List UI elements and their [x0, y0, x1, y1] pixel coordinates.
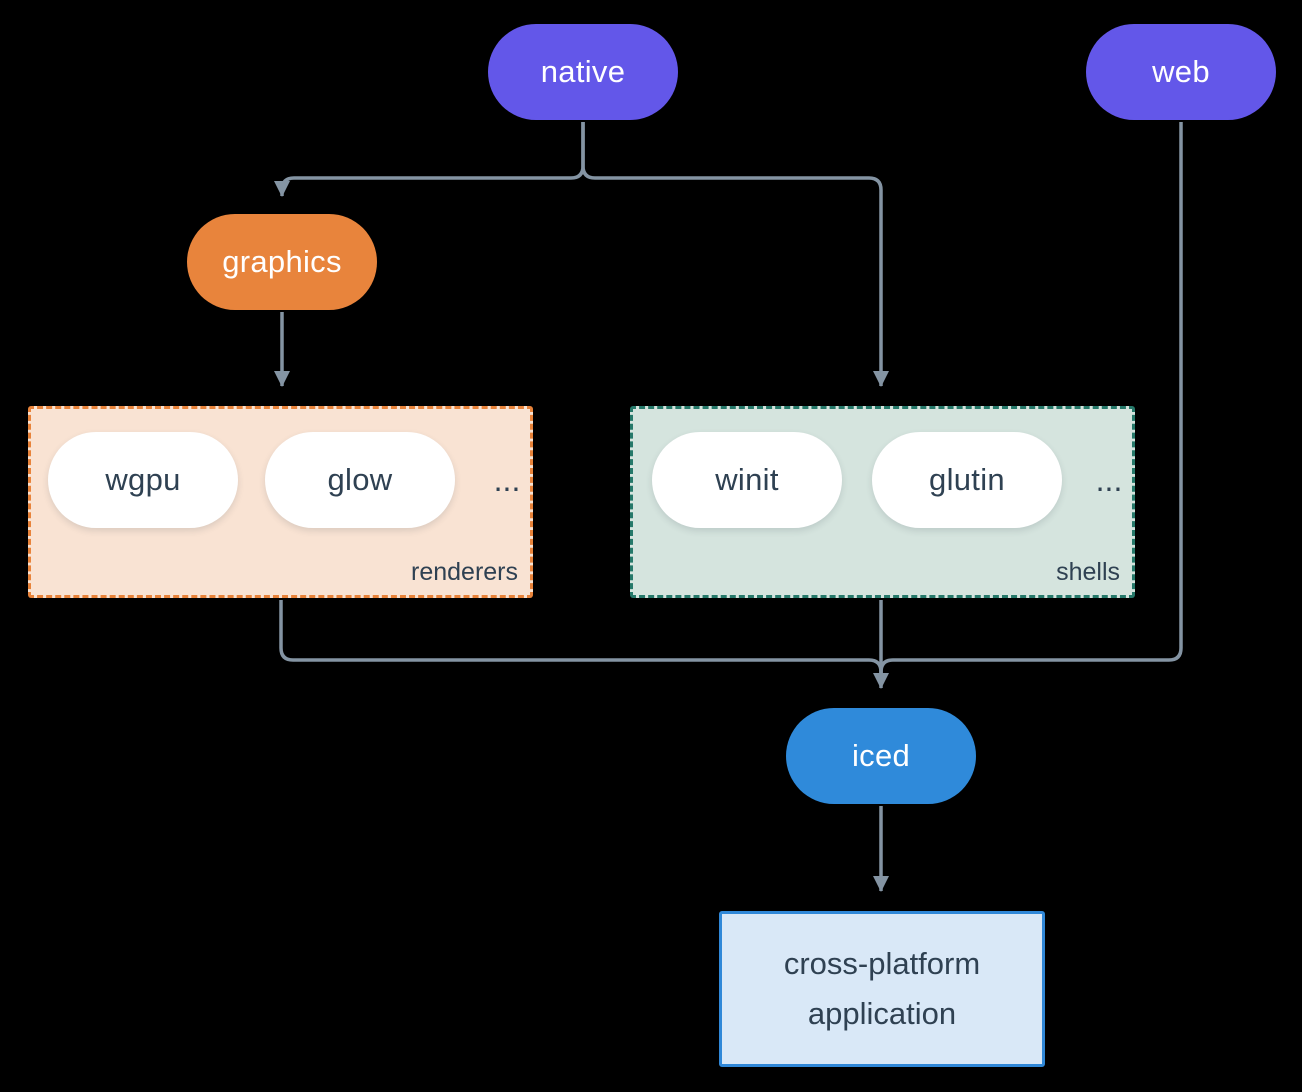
node-glow-label: glow	[327, 462, 393, 497]
group-shells-label: shells	[1056, 558, 1120, 586]
node-graphics: graphics	[187, 214, 377, 310]
group-renderers: wgpu glow ... renderers	[28, 406, 533, 598]
node-winit: winit	[652, 432, 842, 528]
node-glutin: glutin	[872, 432, 1062, 528]
node-native: native	[488, 24, 678, 120]
node-wgpu-label: wgpu	[105, 462, 181, 497]
node-iced: iced	[786, 708, 976, 804]
node-wgpu: wgpu	[48, 432, 238, 528]
app-label-line1: cross-platform	[783, 946, 981, 981]
edge-native-graphics	[274, 122, 585, 197]
node-cross-platform-application: cross-platform application	[719, 911, 1045, 1067]
group-shells: winit glutin ... shells	[630, 406, 1135, 598]
node-iced-label: iced	[851, 738, 911, 773]
edge-native-shells	[581, 122, 889, 387]
node-graphics-label: graphics	[222, 244, 342, 279]
node-glutin-label: glutin	[929, 462, 1005, 497]
edge-renderers-iced	[279, 600, 883, 676]
group-renderers-label: renderers	[411, 558, 518, 586]
renderers-ellipsis: ...	[493, 461, 521, 498]
node-winit-label: winit	[715, 462, 779, 497]
shells-ellipsis: ...	[1095, 461, 1123, 498]
node-web-label: web	[1152, 54, 1210, 89]
node-native-label: native	[540, 54, 626, 89]
app-label-line2: application	[807, 996, 957, 1031]
node-web: web	[1086, 24, 1276, 120]
node-glow: glow	[265, 432, 455, 528]
